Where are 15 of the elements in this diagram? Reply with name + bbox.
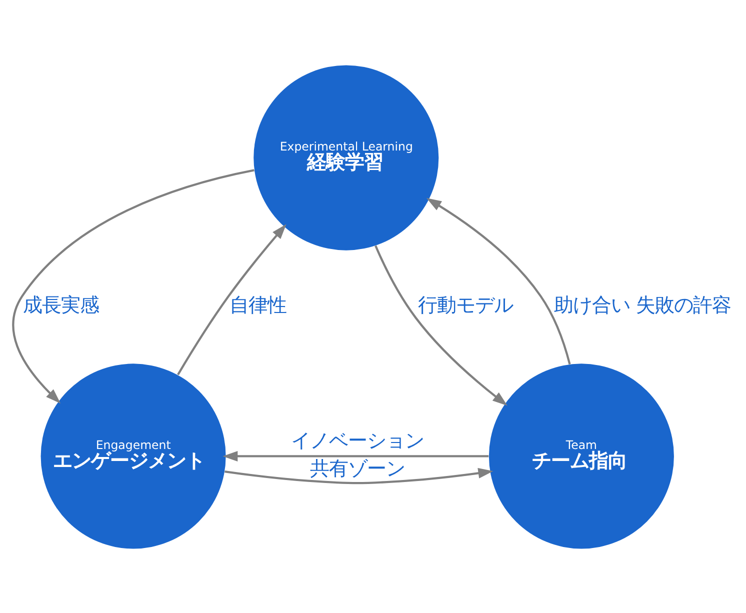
arrow bbox=[374, 244, 508, 406]
arrow bbox=[222, 450, 489, 461]
edge-label: 行動モデル bbox=[418, 293, 513, 316]
node-circle: Team チーム指向 bbox=[488, 363, 674, 548]
arrow bbox=[224, 467, 494, 484]
node-circle: Engagement エンゲージメント bbox=[40, 363, 226, 548]
edge-label: イノベーション bbox=[290, 428, 424, 452]
arrow bbox=[426, 198, 571, 364]
edge-label: 自律性 bbox=[229, 293, 286, 316]
edge-label: 助け合い 失敗の許容 bbox=[554, 293, 731, 316]
edge-label: 成長実感 bbox=[23, 293, 100, 316]
arrow bbox=[177, 224, 286, 375]
edge-label: 共有ゾーン bbox=[310, 456, 405, 480]
arrow bbox=[12, 168, 254, 403]
node-circle: Experimental Learning 経験学習 bbox=[254, 64, 439, 250]
